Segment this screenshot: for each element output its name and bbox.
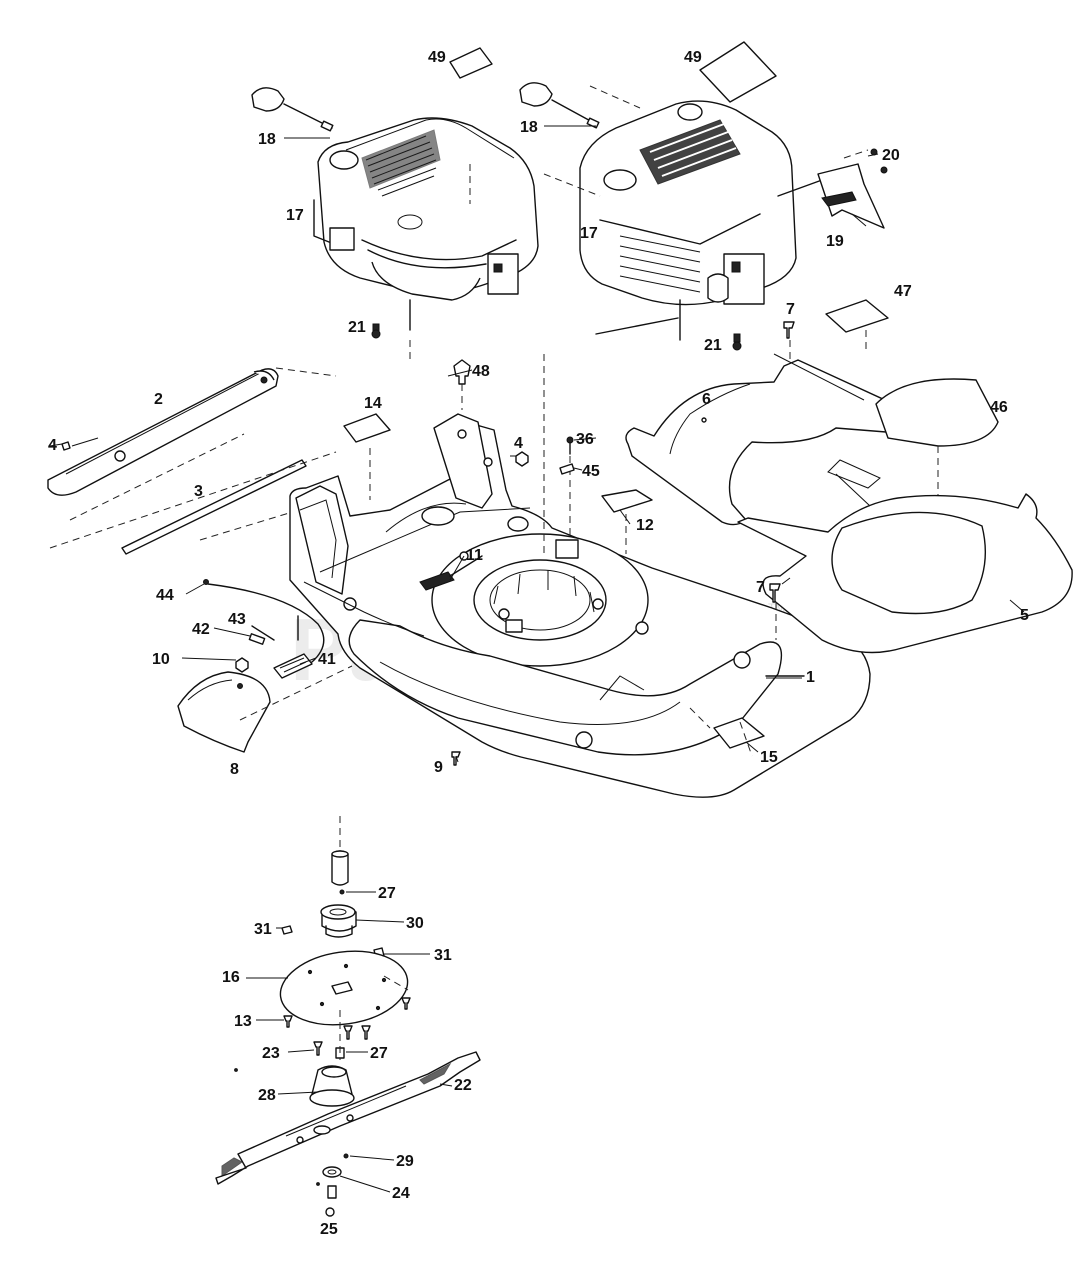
part-19-bracket (817, 148, 888, 229)
callout-44: 44 (156, 587, 174, 604)
callout-36: 36 (576, 431, 594, 448)
screw-7-upper (783, 321, 795, 339)
screw-9 (451, 751, 461, 766)
deck-housing (289, 413, 871, 798)
callout-22: 22 (454, 1077, 472, 1094)
part-5-deflector (737, 459, 1073, 654)
callout-3: 3 (194, 483, 203, 500)
callout-28: 28 (258, 1087, 276, 1104)
callout-1: 1 (806, 669, 815, 686)
callout-47: 47 (894, 283, 912, 300)
callout-23: 23 (262, 1045, 280, 1062)
parts-42-43 (248, 615, 299, 645)
part-6-baffle (625, 353, 917, 526)
callout-25: 25 (320, 1221, 338, 1238)
callout-4a: 4 (48, 437, 57, 454)
callout-29: 29 (396, 1153, 414, 1170)
decal-49-left (449, 47, 493, 79)
callout-6: 6 (702, 391, 711, 408)
decal-12 (601, 489, 653, 513)
callout-17b: 17 (580, 225, 598, 242)
callout-15: 15 (760, 749, 778, 766)
callout-9: 9 (434, 759, 443, 776)
callout-12: 12 (636, 517, 654, 534)
callout-49a: 49 (428, 49, 446, 66)
callout-49b: 49 (684, 49, 702, 66)
callout-14: 14 (364, 395, 382, 412)
callout-16: 16 (222, 969, 240, 986)
decal-47 (825, 299, 889, 333)
callout-7b: 7 (756, 579, 765, 596)
latch-11 (419, 571, 455, 591)
callout-31b: 31 (434, 947, 452, 964)
callout-17a: 17 (286, 207, 304, 224)
callout-11: 11 (466, 547, 483, 564)
callout-27b: 27 (370, 1045, 388, 1062)
callout-46: 46 (990, 399, 1008, 416)
callout-labels: 49 49 18 18 20 17 17 19 7 47 21 21 48 2 … (48, 49, 1029, 1238)
clip-45 (559, 463, 575, 475)
callout-30: 30 (406, 915, 424, 932)
callout-18b: 18 (520, 119, 538, 136)
decal-14 (343, 413, 391, 443)
callout-13: 13 (234, 1013, 252, 1030)
callout-27a: 27 (378, 885, 396, 902)
nut-10 (235, 657, 249, 673)
callout-21a: 21 (348, 319, 366, 336)
callout-19: 19 (826, 233, 844, 250)
part-8-flap (177, 671, 271, 753)
callout-7a: 7 (786, 301, 795, 318)
callout-8: 8 (230, 761, 239, 778)
decal-49-right (699, 41, 777, 103)
callout-48: 48 (472, 363, 490, 380)
callout-18a: 18 (258, 131, 276, 148)
callout-45: 45 (582, 463, 600, 480)
callout-20: 20 (882, 147, 900, 164)
callout-4b: 4 (514, 435, 523, 452)
cable-44 (203, 579, 325, 677)
callout-24: 24 (392, 1185, 410, 1202)
engine-left (251, 47, 539, 339)
screw-7-lower (769, 583, 781, 603)
part-2-bar (47, 367, 337, 521)
part-41 (273, 653, 313, 679)
callout-31a: 31 (254, 921, 272, 938)
callout-2: 2 (154, 391, 163, 408)
callout-43: 43 (228, 611, 246, 628)
callout-5: 5 (1020, 607, 1029, 624)
engine-right (519, 41, 845, 351)
leader-lines (49, 125, 1025, 1193)
starter-handle-left (251, 87, 285, 112)
blade-assembly (215, 816, 481, 1217)
decal-15 (713, 717, 765, 749)
starter-handle-right (519, 82, 553, 107)
callout-21b: 21 (704, 337, 722, 354)
callout-41: 41 (318, 651, 336, 668)
callout-42: 42 (192, 621, 210, 638)
nut-4-center (515, 451, 529, 467)
callout-10: 10 (152, 651, 170, 668)
